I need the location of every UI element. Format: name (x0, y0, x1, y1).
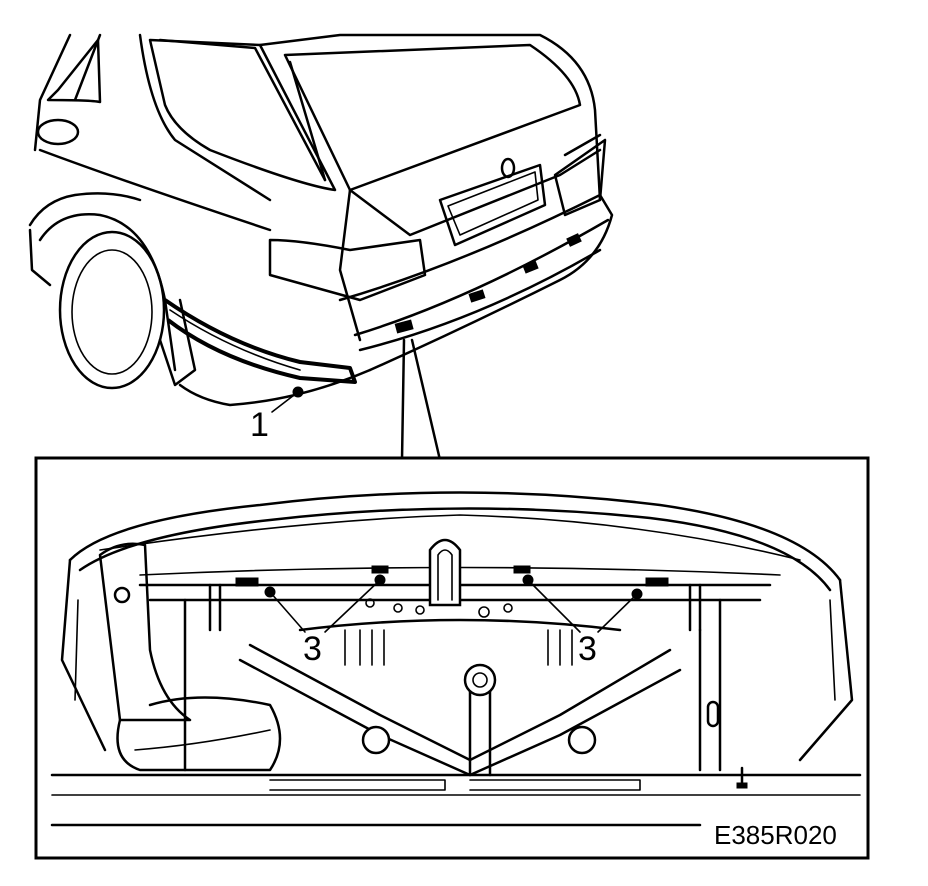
figure-code: E385R020 (714, 820, 837, 850)
callout-3-left-label: 3 (303, 630, 322, 668)
callout-3-right-label: 3 (578, 630, 597, 668)
car-rear-illustration: 1 (28, 33, 614, 462)
detail-view-frame (34, 456, 870, 860)
callout-1-label: 1 (250, 406, 269, 444)
bumper-underside-detail: 3 3 E385R020 (50, 491, 862, 850)
